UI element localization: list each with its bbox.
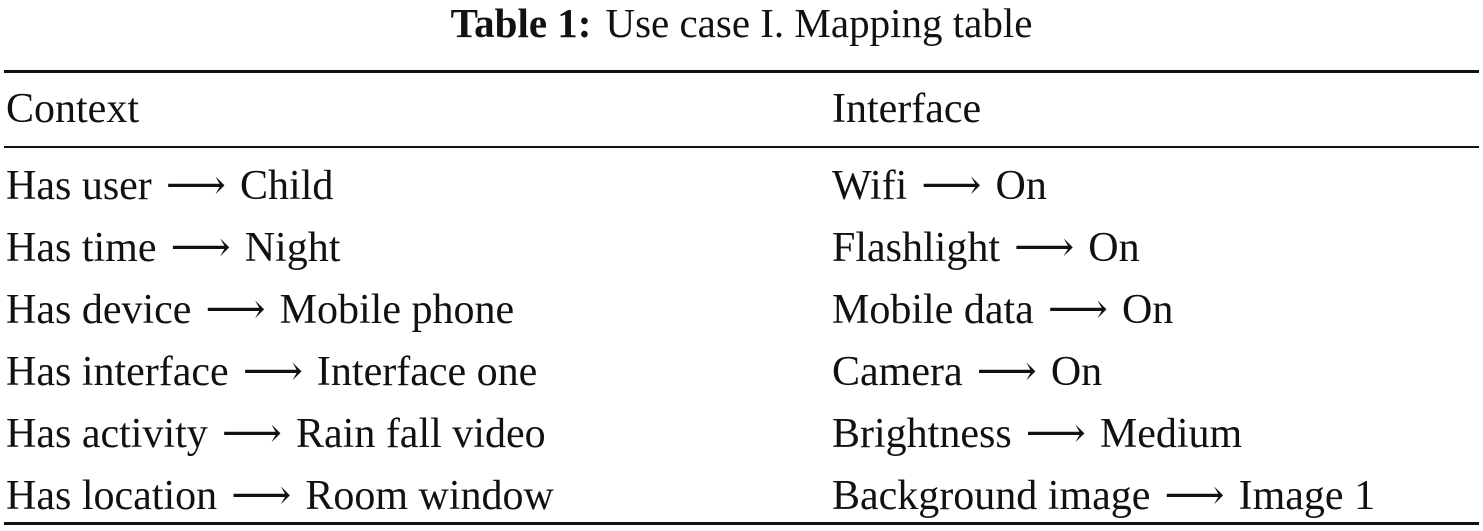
context-value: Rain fall video [296,411,546,457]
interface-value: On [1050,349,1103,395]
context-value: Child [240,163,334,209]
table-row-2-context: Has time ⟶ Night [6,223,340,273]
caption-label: Table 1: [450,0,592,46]
caption-title: Use case I. Mapping table [605,0,1033,46]
interface-value: Image 1 [1238,473,1376,519]
right-arrow-icon: ⟶ [1164,473,1225,519]
table-row-5-context: Has activity ⟶ Rain fall video [6,409,546,459]
header-rule [4,146,1479,148]
context-key: Has user [6,163,152,209]
context-value: Night [244,225,341,271]
right-arrow-icon: ⟶ [242,349,303,395]
table-row-6-interface: Background image ⟶ Image 1 [832,471,1375,521]
context-key: Has device [6,287,192,333]
interface-value: On [995,163,1047,209]
table-row-5-interface: Brightness ⟶ Medium [832,409,1242,459]
table-row-4-context: Has interface ⟶ Interface one [6,347,537,397]
context-key: Has location [6,473,218,519]
interface-value: Medium [1099,411,1243,457]
table-caption: Table 1: Use case I. Mapping table [0,0,1483,52]
right-arrow-icon: ⟶ [921,163,982,209]
interface-key: Brightness [832,411,1012,457]
interface-key: Mobile data [832,287,1034,333]
table-row-4-interface: Camera ⟶ On [832,347,1102,397]
right-arrow-icon: ⟶ [221,411,282,457]
interface-value: On [1088,225,1140,271]
table-row-3-interface: Mobile data ⟶ On [832,285,1173,335]
table-row-3-context: Has device ⟶ Mobile phone [6,285,514,335]
context-key: Has time [6,225,157,271]
header-context: Context [6,86,139,132]
right-arrow-icon: ⟶ [1025,411,1086,457]
top-rule [4,70,1479,73]
right-arrow-icon: ⟶ [165,163,227,209]
right-arrow-icon: ⟶ [976,349,1037,395]
interface-key: Wifi [832,163,908,209]
interface-key: Flashlight [832,225,1001,271]
interface-key: Background image [832,473,1151,519]
interface-key: Camera [832,349,963,395]
right-arrow-icon: ⟶ [1014,225,1075,271]
context-value: Room window [305,473,554,519]
context-value: Mobile phone [279,287,515,333]
table-row-2-interface: Flashlight ⟶ On [832,223,1140,273]
right-arrow-icon: ⟶ [1047,287,1108,333]
context-key: Has activity [6,411,208,457]
table-row-6-context: Has location ⟶ Room window [6,471,554,521]
bottom-rule [4,522,1479,525]
table-row-1-interface: Wifi ⟶ On [832,161,1047,211]
interface-value: On [1122,287,1174,333]
header-interface: Interface [832,86,982,132]
context-value: Interface one [316,349,538,395]
context-key: Has interface [6,349,229,395]
table-row-1-context: Has user ⟶ Child [6,161,333,211]
right-arrow-icon: ⟶ [170,225,231,271]
right-arrow-icon: ⟶ [231,473,292,519]
right-arrow-icon: ⟶ [205,287,266,333]
